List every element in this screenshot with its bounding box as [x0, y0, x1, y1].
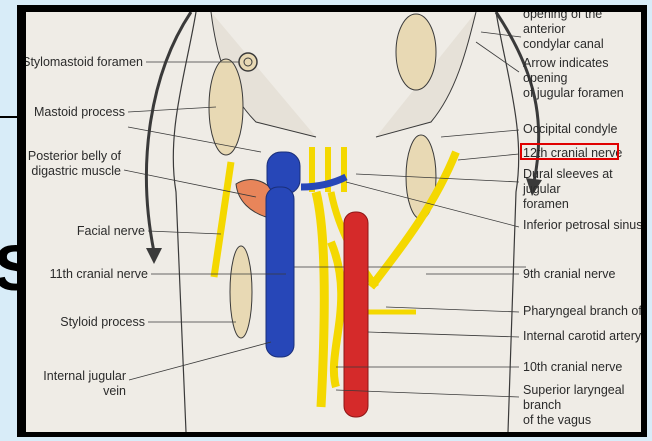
label-facial-nerve: Facial nerve [77, 224, 145, 239]
label-eleventh-cranial-nerve: 11th cranial nerve [50, 267, 148, 282]
label-tenth-cranial-nerve: 10th cranial nerve [523, 360, 622, 375]
label-occipital-condyle: Occipital condyle [523, 122, 618, 137]
label-stylomastoid-foramen: Stylomastoid foramen [26, 55, 143, 70]
label-digastric-muscle: Posterior belly of digastric muscle [28, 149, 121, 179]
label-internal-carotid-artery: Internal carotid artery [523, 329, 641, 344]
label-superior-laryngeal-branch: Superior laryngeal branch of the vagus [523, 383, 641, 428]
label-dural-sleeves: Dural sleeves at jugular foramen [523, 167, 641, 212]
label-anterior-condylar-canal: opening of the anterior condylar canal [523, 12, 641, 52]
highlight-box [520, 143, 619, 160]
label-jugular-foramen-arrow: Arrow indicates opening of jugular foram… [523, 56, 641, 101]
label-mastoid-process: Mastoid process [34, 105, 125, 120]
label-inferior-petrosal-sinus: Inferior petrosal sinus [523, 218, 641, 233]
label-ninth-cranial-nerve: 9th cranial nerve [523, 267, 615, 282]
label-internal-jugular-vein: Internal jugular vein [43, 369, 126, 399]
label-styloid-process: Styloid process [60, 315, 145, 330]
label-pharyngeal-branch: Pharyngeal branch of vagus [523, 304, 641, 319]
anatomy-figure: Stylomastoid foramen Mastoid process Pos… [26, 12, 641, 432]
